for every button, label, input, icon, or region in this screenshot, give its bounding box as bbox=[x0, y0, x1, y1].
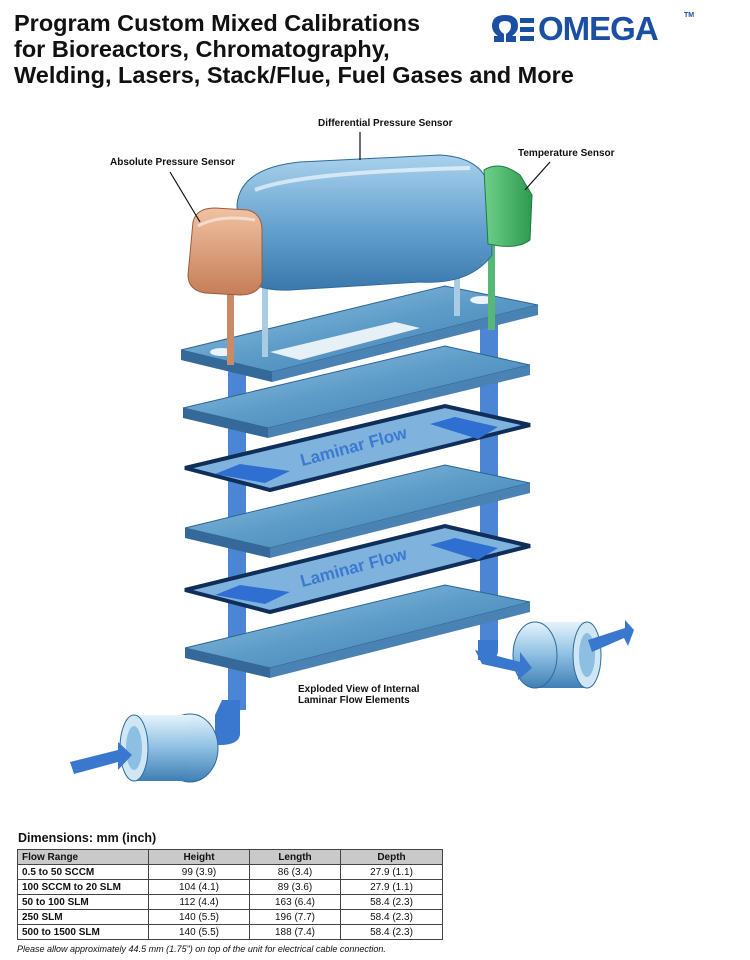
inlet-fitting bbox=[70, 700, 240, 783]
column-header: Flow Range bbox=[17, 849, 149, 865]
table-cell: 100 SCCM to 20 SLM bbox=[17, 879, 149, 895]
laminar-flow-element-2: Laminar Flow bbox=[184, 523, 531, 615]
inlet-arrow-icon bbox=[70, 742, 132, 774]
table-cell: 58.4 (2.3) bbox=[340, 894, 443, 910]
table-cell: 140 (5.5) bbox=[148, 909, 250, 925]
table-cell: 188 (7.4) bbox=[249, 924, 341, 940]
plate-7 bbox=[184, 584, 531, 678]
table-row: 250 SLM 140 (5.5) 196 (7.7) 58.4 (2.3) bbox=[17, 909, 443, 925]
outlet-arrow-icon bbox=[588, 620, 634, 652]
label-exploded-view-line-2: Laminar Flow Elements bbox=[298, 695, 410, 706]
plate-4 bbox=[182, 345, 531, 438]
dimensions-table: Flow Range Height Length Depth 0.5 to 50… bbox=[17, 849, 443, 940]
title-line-2: for Bioreactors, Chromatography, bbox=[14, 36, 390, 62]
column-header: Height bbox=[148, 849, 250, 865]
differential-pressure-sensor bbox=[236, 154, 493, 291]
callout-line-temperature bbox=[524, 161, 551, 191]
table-cell: 89 (3.6) bbox=[249, 879, 341, 895]
dimensions-title: Dimensions: mm (inch) bbox=[18, 831, 157, 845]
table-cell: 58.4 (2.3) bbox=[340, 909, 443, 925]
label-temperature-sensor: Temperature Sensor bbox=[518, 148, 615, 159]
table-cell: 104 (4.1) bbox=[148, 879, 250, 895]
plate-3 bbox=[180, 285, 539, 382]
table-cell: 27.9 (1.1) bbox=[340, 864, 443, 880]
column-header: Length bbox=[249, 849, 341, 865]
flow-element-diagram: Laminar Flow Laminar Flow bbox=[70, 132, 634, 783]
omega-logo: OMEGA TM bbox=[488, 12, 703, 46]
outlet-fitting bbox=[475, 620, 634, 689]
title-line-1: Program Custom Mixed Calibrations bbox=[14, 10, 421, 36]
table-cell: 58.4 (2.3) bbox=[340, 924, 443, 940]
table-header-row: Flow Range Height Length Depth bbox=[17, 849, 443, 865]
temperature-sensor-stem bbox=[488, 240, 495, 330]
cable-clearance-note: Please allow approximately 44.5 mm (1.75… bbox=[17, 944, 386, 954]
table-cell: 140 (5.5) bbox=[148, 924, 250, 940]
label-exploded-view-line-1: Exploded View of Internal bbox=[298, 684, 420, 695]
table-cell: 0.5 to 50 SCCM bbox=[17, 864, 149, 880]
logo-wordmark: OMEGA bbox=[538, 10, 659, 47]
table-cell: 250 SLM bbox=[17, 909, 149, 925]
label-absolute-pressure-sensor: Absolute Pressure Sensor bbox=[110, 157, 236, 168]
table-row: 100 SCCM to 20 SLM 104 (4.1) 89 (3.6) 27… bbox=[17, 879, 443, 895]
table-cell: 196 (7.7) bbox=[249, 909, 341, 925]
label-differential-pressure-sensor: Differential Pressure Sensor bbox=[318, 118, 453, 129]
table-cell: 112 (4.4) bbox=[148, 894, 250, 910]
dp-stem-right bbox=[454, 256, 460, 316]
column-header: Depth bbox=[340, 849, 443, 865]
table-row: 50 to 100 SLM 112 (4.4) 163 (6.4) 58.4 (… bbox=[17, 894, 443, 910]
table-cell: 27.9 (1.1) bbox=[340, 879, 443, 895]
logo-trademark: TM bbox=[684, 12, 695, 19]
table-cell: 86 (3.4) bbox=[249, 864, 341, 880]
table-row: 0.5 to 50 SCCM 99 (3.9) 86 (3.4) 27.9 (1… bbox=[17, 864, 443, 880]
table-cell: 99 (3.9) bbox=[148, 864, 250, 880]
dp-stem-left bbox=[262, 262, 268, 357]
table-cell: 500 to 1500 SLM bbox=[17, 924, 149, 940]
absolute-pressure-sensor bbox=[187, 207, 263, 296]
absolute-sensor-stem bbox=[227, 270, 234, 365]
callout-line-absolute bbox=[169, 171, 201, 223]
omega-symbol-icon bbox=[492, 15, 534, 42]
plate-6 bbox=[184, 464, 531, 558]
title-line-3: Welding, Lasers, Stack/Flue, Fuel Gases … bbox=[14, 62, 574, 88]
table-cell: 50 to 100 SLM bbox=[17, 894, 149, 910]
temperature-sensor bbox=[483, 165, 533, 247]
table-row: 500 to 1500 SLM 140 (5.5) 188 (7.4) 58.4… bbox=[17, 924, 443, 940]
page-title: Program Custom Mixed Calibrations for Bi… bbox=[14, 10, 574, 88]
table-cell: 163 (6.4) bbox=[249, 894, 341, 910]
